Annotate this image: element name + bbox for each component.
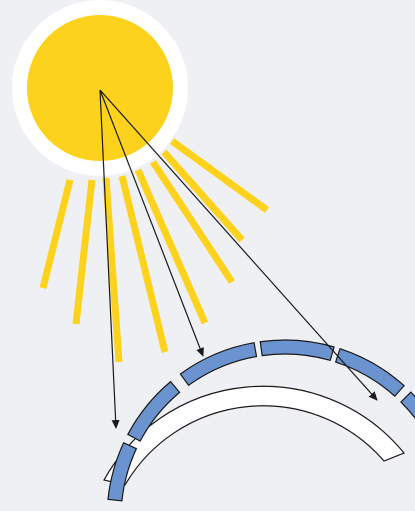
sun bbox=[12, 0, 188, 176]
sun-disc bbox=[27, 15, 173, 161]
